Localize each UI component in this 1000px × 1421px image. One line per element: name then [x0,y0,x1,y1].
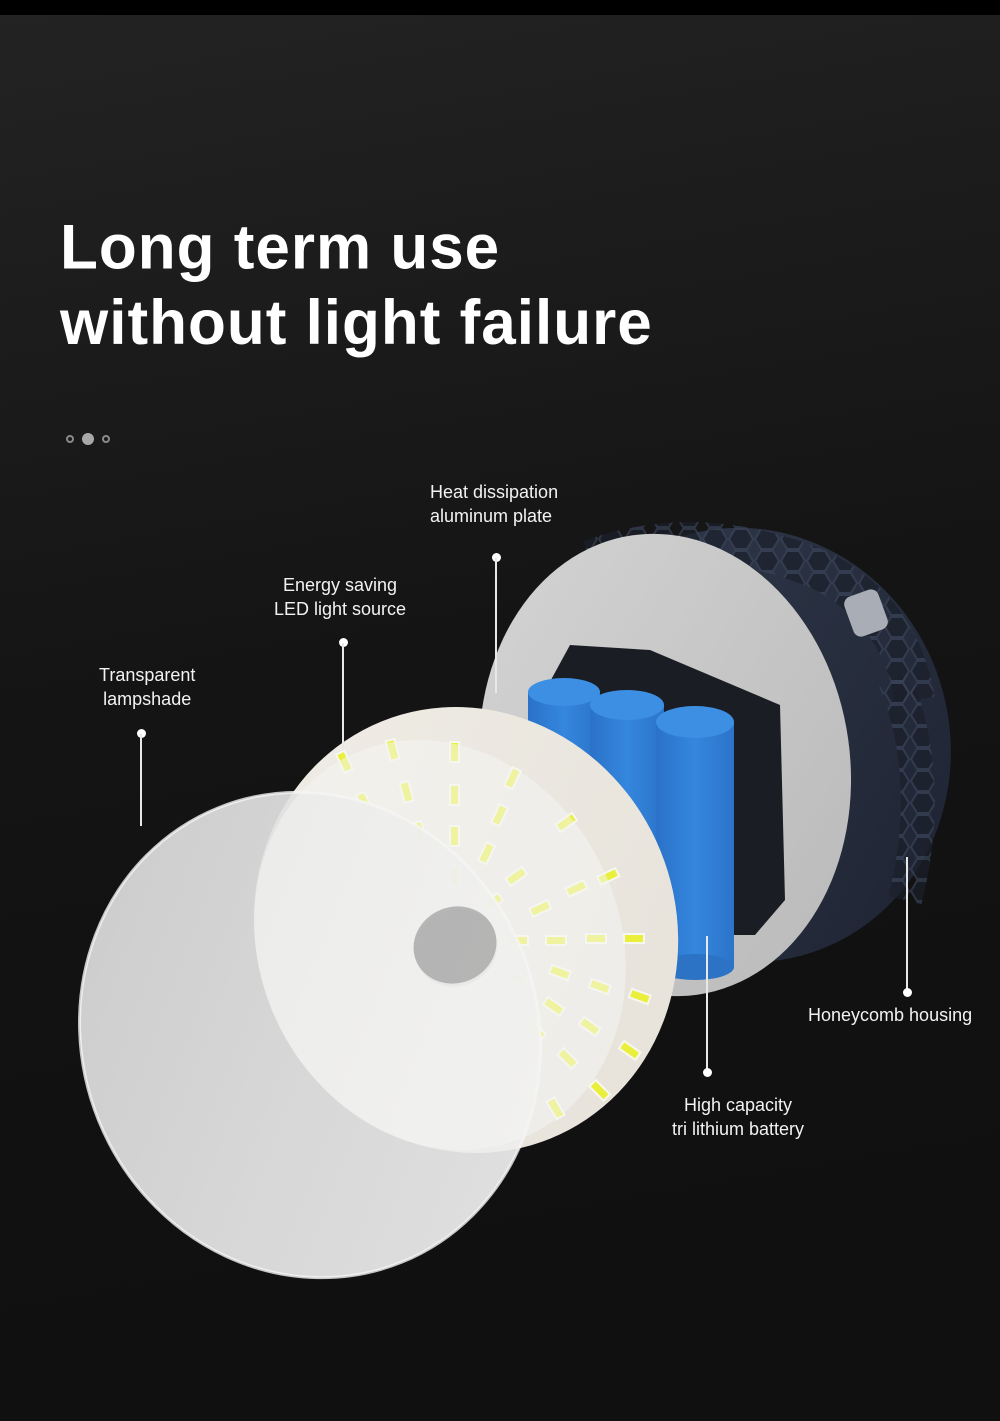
transparent-lampshade [78,740,626,1280]
callout-leader-line [140,734,142,826]
callout-label: Energy saving LED light source [274,573,406,621]
callout-leader-line [906,857,908,989]
headline-line-1: Long term use [60,212,501,283]
callout-line-2: LED light source [274,599,407,619]
callout-pin [137,729,146,738]
callout-leader-line [342,643,344,748]
carousel-indicator [66,433,110,445]
callout-pin [339,638,348,647]
callout-label: Heat dissipation aluminum plate [430,480,558,528]
callout-line-1: High capacity [683,1095,793,1115]
carousel-dot-2-active[interactable] [82,433,94,445]
callout-pin [903,988,912,997]
callout-line-2: tri lithium battery [672,1119,805,1139]
callout-pin [492,553,501,562]
carousel-dot-3[interactable] [102,435,110,443]
callout-label: High capacity tri lithium battery [672,1093,804,1141]
callout-line-1: Heat dissipation [430,482,559,502]
callout-leader-line [495,558,497,693]
callout-line-1: Transparent [99,665,196,685]
callout-line-1: Honeycomb housing [808,1005,973,1025]
callout-line-1: Energy saving [283,575,398,595]
headline-line-2: without light failure [60,288,653,359]
callout-leader-line [706,936,708,1070]
carousel-dot-1[interactable] [66,435,74,443]
callout-label: Transparent lampshade [99,663,195,711]
callout-line-2: lampshade [103,689,192,709]
callout-label: Honeycomb housing [808,1003,972,1027]
callout-pin [703,1068,712,1077]
top-bar [0,0,1000,15]
headline: Long term use without light failure [60,211,653,362]
callout-line-2: aluminum plate [430,506,553,526]
